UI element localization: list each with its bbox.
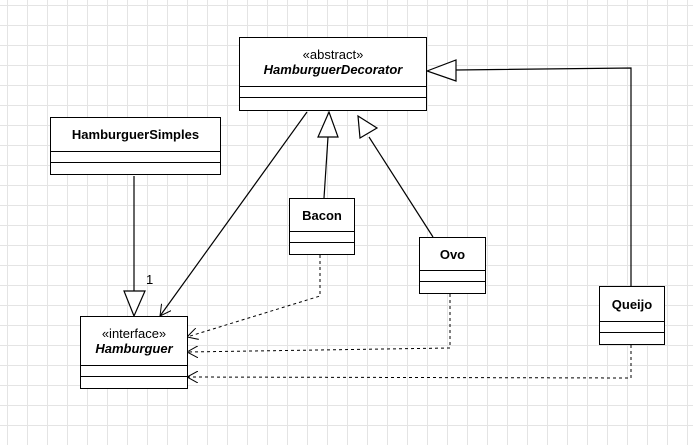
ovo-class[interactable]: Ovo bbox=[419, 237, 486, 294]
bacon-inheritance-line bbox=[323, 136, 329, 199]
queijo-dependency-line bbox=[187, 345, 632, 378]
hamburguer-decorator-header: «abstract» HamburguerDecorator bbox=[240, 38, 426, 87]
hamburguer-simples-class[interactable]: HamburguerSimples bbox=[50, 117, 221, 175]
bacon-attributes-section bbox=[290, 232, 354, 243]
hamburguer-interface-header: «interface» Hamburguer bbox=[81, 317, 187, 366]
hamburguer-stereotype: «interface» bbox=[101, 326, 167, 341]
bacon-dependency-line bbox=[187, 255, 321, 337]
ovo-attributes-section bbox=[420, 271, 485, 282]
queijo-attributes-section bbox=[600, 322, 664, 333]
multiplicity-label: 1 bbox=[146, 272, 154, 287]
hamburguer-methods-section bbox=[81, 377, 187, 388]
decorator-methods-section bbox=[240, 98, 426, 109]
queijo-header: Queijo bbox=[600, 287, 664, 322]
ovo-inheritance-arrowhead bbox=[357, 114, 379, 139]
simples-class-name: HamburguerSimples bbox=[71, 127, 200, 142]
decorator-attributes-section bbox=[240, 87, 426, 98]
simples-methods-section bbox=[51, 163, 220, 174]
hamburguer-simples-header: HamburguerSimples bbox=[51, 118, 220, 152]
queijo-class-name: Queijo bbox=[611, 296, 653, 312]
decorator-to-hamburguer-association bbox=[160, 111, 308, 316]
ovo-class-name: Ovo bbox=[439, 246, 466, 262]
queijo-inheritance-arrowhead bbox=[425, 59, 457, 82]
decorator-stereotype: «abstract» bbox=[302, 47, 364, 62]
hamburguer-attributes-section bbox=[81, 366, 187, 377]
queijo-class[interactable]: Queijo bbox=[599, 286, 665, 345]
hamburguer-interface-class[interactable]: «interface» Hamburguer bbox=[80, 316, 188, 389]
decorator-class-name: HamburguerDecorator bbox=[263, 62, 403, 77]
bacon-methods-section bbox=[290, 243, 354, 254]
queijo-inheritance-line bbox=[455, 67, 632, 286]
bacon-class[interactable]: Bacon bbox=[289, 198, 355, 255]
ovo-dependency-line bbox=[187, 294, 451, 352]
hamburguer-class-name: Hamburguer bbox=[95, 341, 173, 356]
simples-attributes-section bbox=[51, 152, 220, 163]
ovo-methods-section bbox=[420, 282, 485, 293]
ovo-inheritance-line bbox=[368, 136, 434, 238]
hamburguer-decorator-class[interactable]: «abstract» HamburguerDecorator bbox=[239, 37, 427, 111]
ovo-header: Ovo bbox=[420, 238, 485, 271]
simples-to-hamburguer-arrowhead bbox=[123, 290, 146, 318]
bacon-inheritance-arrowhead bbox=[317, 110, 339, 138]
queijo-methods-section bbox=[600, 333, 664, 344]
bacon-header: Bacon bbox=[290, 199, 354, 232]
bacon-class-name: Bacon bbox=[302, 207, 342, 223]
